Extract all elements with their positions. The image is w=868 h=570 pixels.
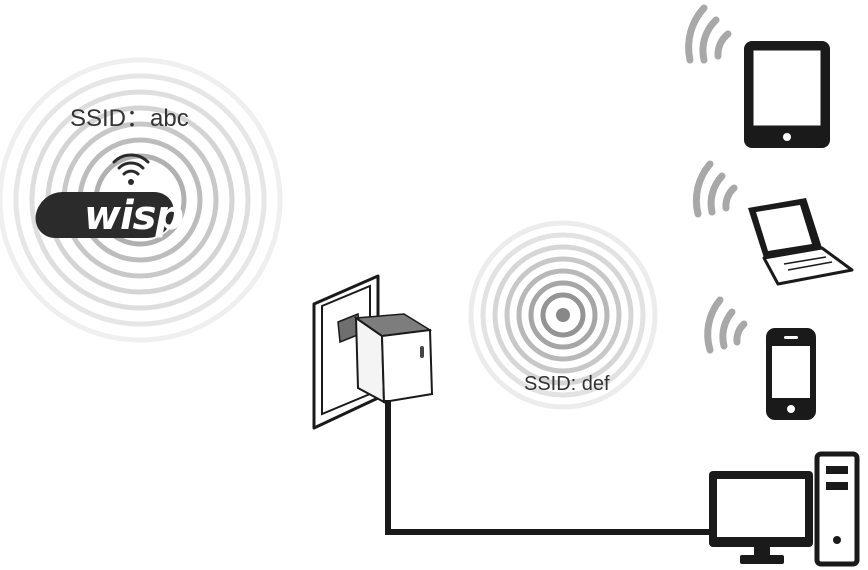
local-ssid-label: SSID: def — [524, 373, 610, 395]
tablet-wifi-icon — [685, 4, 732, 64]
wisp-ssid-label: SSID：abc — [70, 105, 189, 132]
wisp-logo: wisp — [35, 153, 184, 239]
laptop-wifi-icon — [692, 160, 738, 218]
desktop-computer-icon — [709, 451, 860, 567]
smartphone-icon — [766, 328, 816, 420]
smartphone-wifi-icon — [704, 296, 748, 354]
local-signal-rings — [468, 220, 658, 410]
ethernet-cable — [385, 400, 712, 535]
wifi-signal-icon — [112, 153, 150, 176]
wisp-logo-text: wisp — [84, 193, 183, 239]
tablet-icon — [744, 41, 830, 148]
travel-router-icon — [337, 312, 434, 404]
laptop-icon — [748, 198, 854, 286]
